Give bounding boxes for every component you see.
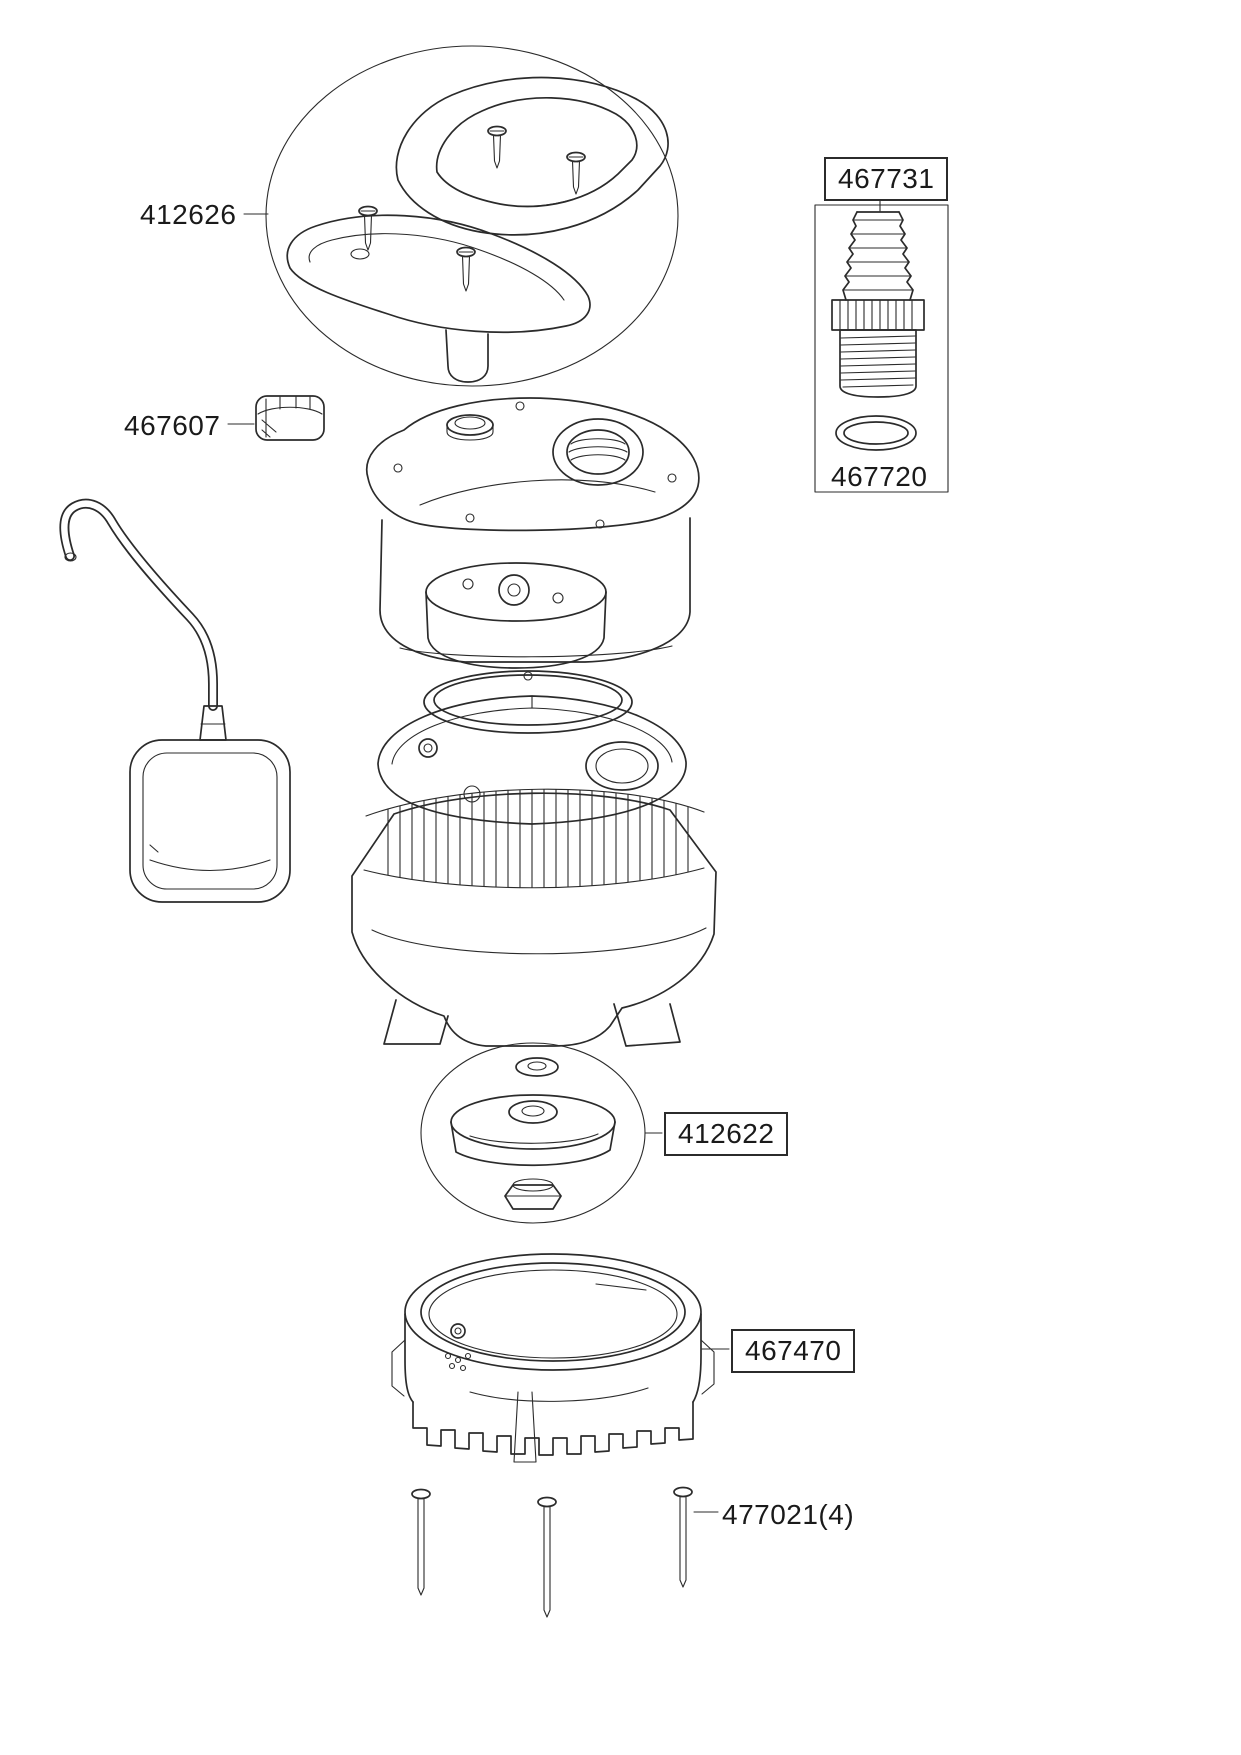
leader-lines xyxy=(227,197,881,1513)
handle-screw-icon xyxy=(487,125,507,169)
hose-connector-drawing xyxy=(831,211,925,398)
seal-ring-drawing xyxy=(423,670,633,734)
strainer-slats xyxy=(387,789,689,888)
strainer-drawing xyxy=(351,788,717,1047)
handle-screw-icon xyxy=(358,205,378,251)
label-pump-base: 467470 xyxy=(731,1329,856,1373)
pump-base-drawing xyxy=(391,1253,715,1463)
handle-assembly-drawing xyxy=(265,45,679,387)
base-screw-drawing xyxy=(411,1488,431,1596)
handle-screw-icon xyxy=(566,151,586,195)
base-screw-drawing xyxy=(537,1496,557,1618)
o-ring-drawing xyxy=(835,415,917,451)
impeller-drawing xyxy=(420,1042,646,1224)
label-cable-clip: 467607 xyxy=(124,410,221,441)
motor-cylinder-drawing xyxy=(425,562,607,669)
motor-housing-drawing xyxy=(365,397,700,663)
label-o-ring: 467720 xyxy=(831,461,928,492)
handle-screw-icon xyxy=(456,246,476,292)
base-screw-drawing xyxy=(673,1486,693,1588)
float-switch-drawing xyxy=(59,498,291,903)
label-handle-assembly: 412626 xyxy=(140,199,237,230)
label-impeller: 412622 xyxy=(664,1112,789,1156)
label-hose-connector: 467731 xyxy=(824,157,949,201)
cable-clip-drawing xyxy=(255,395,325,441)
parts-box-drawing xyxy=(814,204,949,493)
label-base-screws: 477021(4) xyxy=(722,1499,855,1530)
